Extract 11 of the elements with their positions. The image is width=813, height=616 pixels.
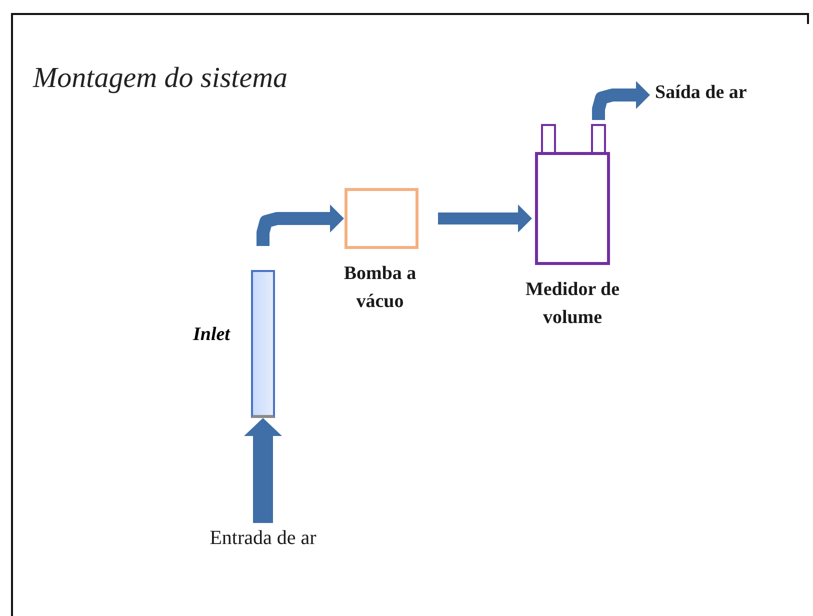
inlet-label: Inlet xyxy=(193,324,230,346)
component-label: Medidor de volume xyxy=(524,278,621,330)
flow-arrow xyxy=(592,81,650,120)
title: Montagem do sistema xyxy=(33,62,288,95)
flow-label: Saída de ar xyxy=(655,80,795,110)
inlet-tube xyxy=(251,270,275,418)
flow-label: Entrada de ar xyxy=(203,525,323,551)
flow-arrow xyxy=(256,204,344,246)
component-label: Bomba a vácuo xyxy=(342,262,418,314)
flow-arrow xyxy=(244,418,282,523)
flow-arrow xyxy=(438,204,532,232)
